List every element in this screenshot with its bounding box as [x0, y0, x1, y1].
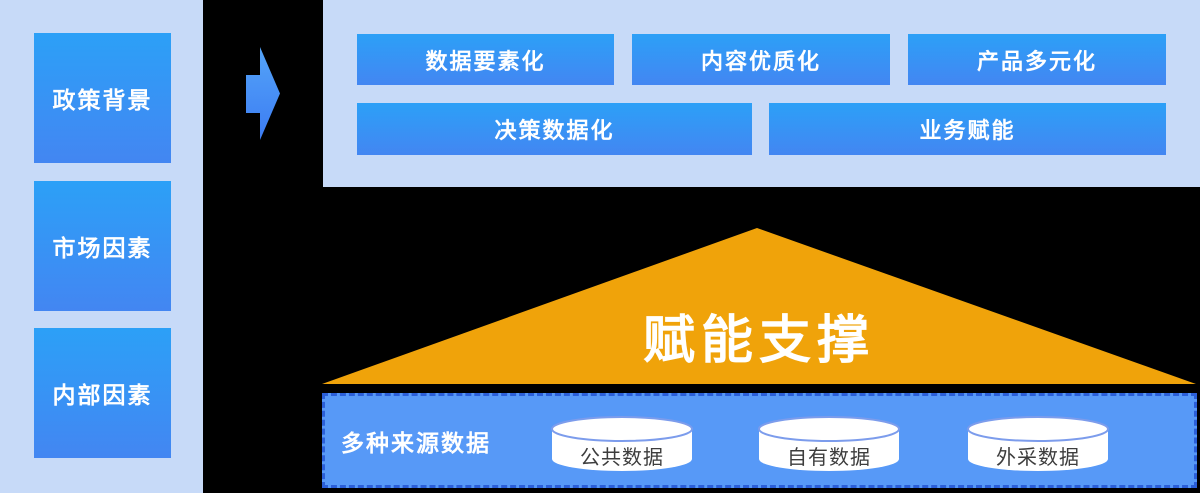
- outcome-box-content-quality: 内容优质化: [632, 34, 890, 85]
- outcome-box-data-elementization: 数据要素化: [357, 34, 614, 85]
- factor-label: 政策背景: [52, 88, 153, 114]
- data-sources-title: 多种来源数据: [341, 430, 491, 457]
- factor-box-market: 市场因素: [34, 181, 171, 311]
- cylinder-label: 公共数据: [580, 445, 664, 469]
- outcome-label: 内容优质化: [700, 49, 821, 75]
- outcome-label: 数据要素化: [425, 49, 546, 75]
- factor-label: 内部因素: [52, 383, 153, 409]
- outcome-label: 决策数据化: [494, 119, 615, 144]
- outcome-box-decision-dataization: 决策数据化: [357, 103, 752, 155]
- data-sources-bar: 多种来源数据 公共数据 自有数据 外采数据: [322, 393, 1197, 488]
- triangle-shape: [322, 228, 1196, 384]
- database-cylinder-own: 自有数据: [757, 415, 901, 473]
- database-cylinder-external: 外采数据: [966, 415, 1110, 473]
- database-icon: [551, 416, 693, 471]
- cylinder-label: 自有数据: [787, 445, 871, 469]
- factor-box-internal: 内部因素: [34, 328, 171, 458]
- outcome-label: 产品多元化: [976, 49, 1097, 75]
- triangle-label: 赋能支撑: [642, 311, 875, 371]
- database-cylinder-public: 公共数据: [550, 415, 694, 473]
- factors-panel: 政策背景 市场因素 内部因素: [0, 0, 203, 493]
- empowerment-triangle: 赋能支撑: [322, 228, 1196, 384]
- cylinder-label: 外采数据: [996, 445, 1080, 469]
- factor-box-policy: 政策背景: [34, 33, 171, 163]
- outcome-box-product-diversification: 产品多元化: [908, 34, 1166, 85]
- outcome-label: 业务赋能: [919, 119, 1016, 144]
- factor-label: 市场因素: [52, 236, 153, 262]
- outcome-box-business-empowerment: 业务赋能: [769, 103, 1166, 155]
- database-icon: [967, 416, 1109, 471]
- database-icon: [758, 416, 900, 471]
- right-arrow-icon: [246, 47, 280, 140]
- outcomes-panel: 数据要素化 内容优质化 产品多元化 决策数据化 业务赋能: [323, 0, 1200, 187]
